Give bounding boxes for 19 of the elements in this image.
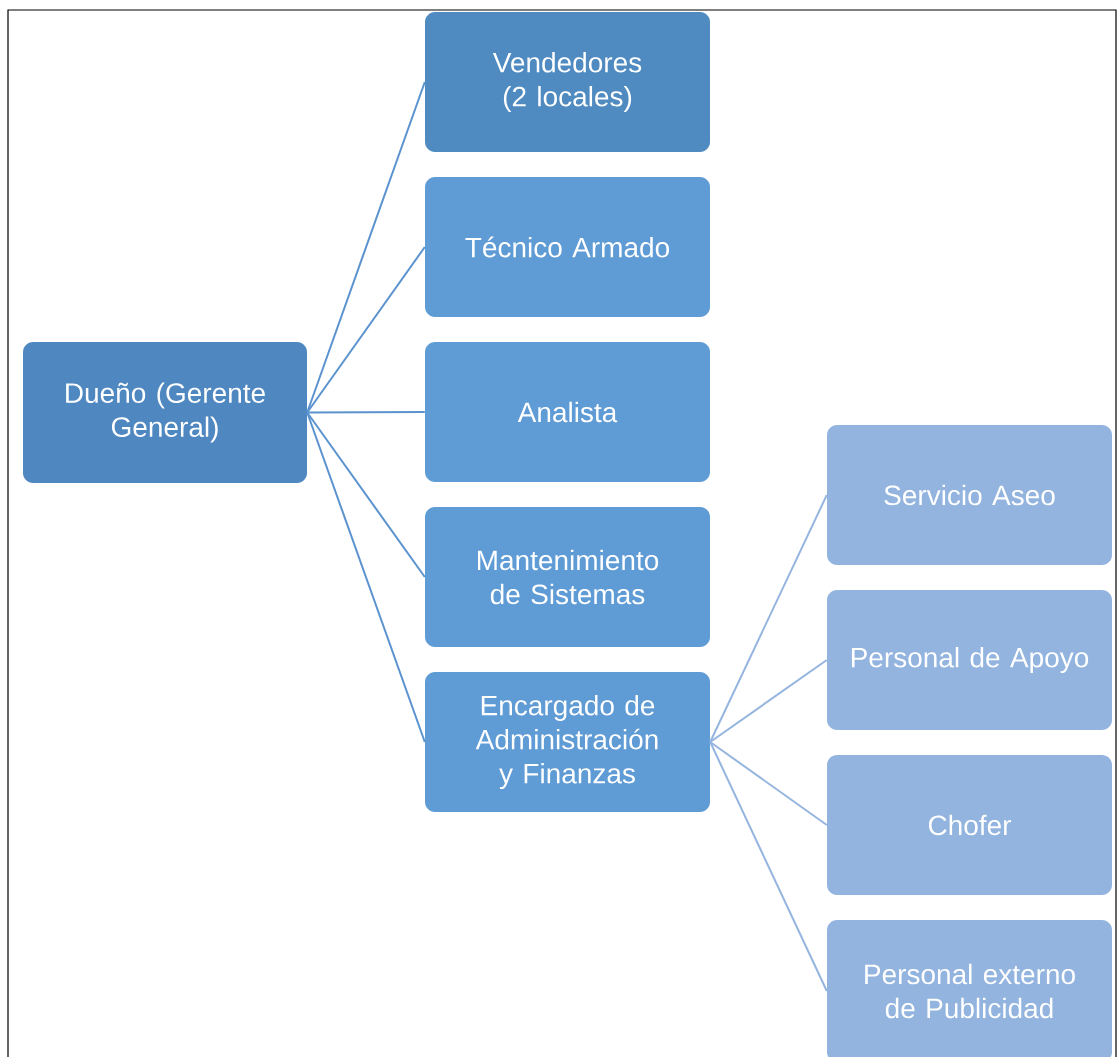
- connector-line: [709, 659, 828, 743]
- connector-line: [306, 411, 426, 578]
- org-box: Personal de Apoyo: [827, 590, 1112, 730]
- org-box: Técnico Armado: [425, 177, 710, 317]
- connector-line: [709, 741, 828, 992]
- connector-line: [709, 494, 828, 743]
- org-box: Analista: [425, 342, 710, 482]
- connector-line: [709, 741, 828, 826]
- org-box: Mantenimiento de Sistemas: [425, 507, 710, 647]
- connector-line: [306, 411, 426, 743]
- org-box: Encargado de Administración y Finanzas: [425, 672, 710, 812]
- connector-line: [306, 81, 426, 414]
- connector-line: [306, 411, 426, 414]
- connector-line: [306, 246, 426, 414]
- org-box: Vendedores (2 locales): [425, 12, 710, 152]
- org-box: Servicio Aseo: [827, 425, 1112, 565]
- org-box: Dueño (Gerente General): [23, 342, 307, 483]
- org-box: Chofer: [827, 755, 1112, 895]
- org-box: Personal externo de Publicidad: [827, 920, 1112, 1057]
